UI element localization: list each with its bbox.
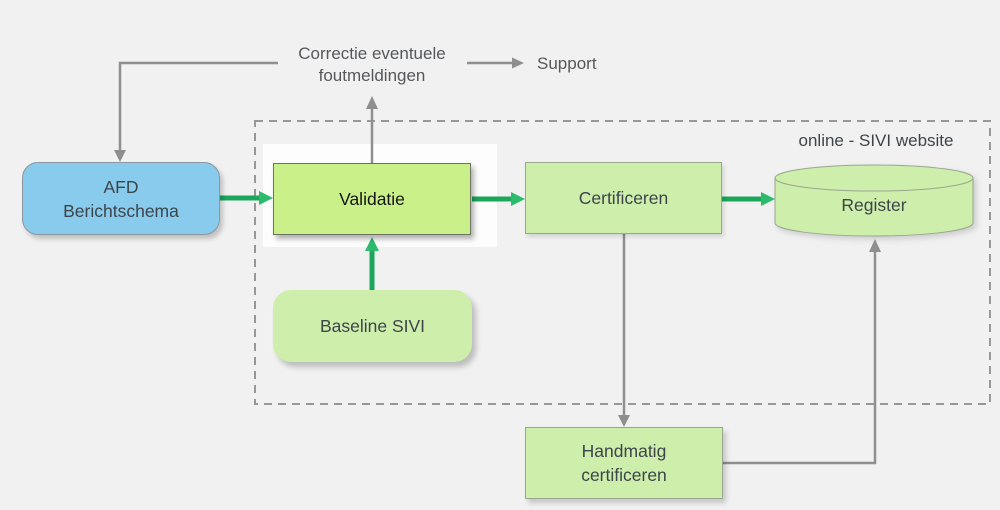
register-cylinder-body [774,177,974,237]
annotation-correctie: Correctie eventuele foutmeldingen [298,44,446,85]
arrow-afd-to-validatie [220,191,273,205]
node-certificeren-label: Certificeren [578,188,669,208]
node-validatie-label: Validatie [339,189,405,209]
arrow-baseline-to-validatie [365,237,379,291]
node-afd-berichtschema: AFD Berichtschema [22,162,220,235]
register-cylinder-top [774,164,974,192]
node-afd-label: AFD Berichtschema [63,176,179,221]
arrow-correctie-to-afd [114,61,278,162]
arrow-handmatig-to-register [723,239,881,465]
annotation-support: Support [537,54,597,73]
arrow-certificeren-to-register [722,192,775,206]
register-cylinder [774,164,974,237]
arrow-correctie-to-support [467,57,524,69]
node-certificeren: Certificeren [525,162,722,234]
node-handmatig-certificeren: Handmatig certificeren [525,427,723,499]
arrow-validatie-to-certificeren [472,192,525,206]
node-baseline-sivi: Baseline SIVI [273,290,472,362]
node-handmatig-label: Handmatig certificeren [581,441,667,485]
dashed-scope-border [254,120,991,405]
arrow-certificeren-to-handmatig [618,234,630,427]
node-validatie: Validatie [273,163,471,235]
arrow-validatie-to-correctie [366,96,378,163]
node-baseline-label: Baseline SIVI [319,316,426,336]
node-register-label: Register [841,194,907,215]
annotation-online-sivi-website: online - SIVI website [798,131,954,150]
